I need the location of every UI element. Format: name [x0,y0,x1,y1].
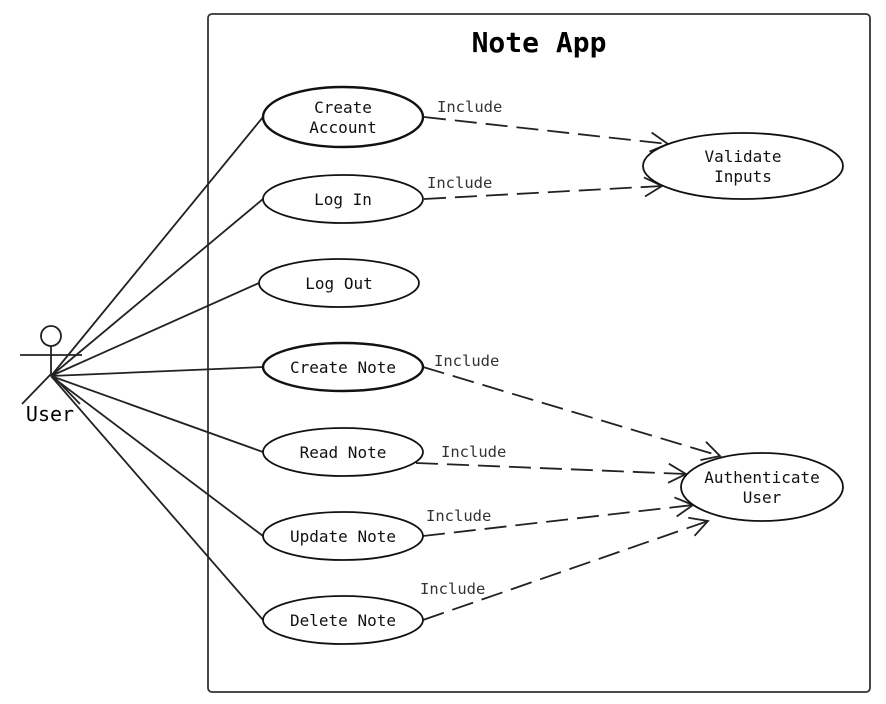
use-case-label: Read Note [300,443,387,462]
include-relations: IncludeIncludeIncludeIncludeIncludeInclu… [415,98,722,621]
arrowhead-icon [688,516,710,537]
include-label: Include [420,580,485,598]
include-line [422,520,709,621]
include-line [415,462,687,475]
arrowhead-icon [700,441,722,462]
association-delete-note [50,375,264,621]
use-case-label: Create [314,98,372,117]
include-line [423,185,663,200]
include-update-note: Include [422,496,695,537]
use-case-ellipse [680,452,844,522]
include-label: Include [441,443,506,461]
actor-left-leg [21,373,52,405]
use-case-create-note: Create Note [261,341,425,393]
use-case-ellipse [262,511,424,561]
actor-head [40,325,62,347]
include-line [422,504,694,537]
include-line [422,366,721,457]
association-create-account [50,116,264,377]
include-label: Include [437,98,502,116]
actor-label: User [26,402,74,426]
association-log-in [50,198,264,377]
include-create-note: Include [422,352,722,462]
use-case-label: Log Out [305,274,372,293]
association-update-note [50,375,264,537]
include-label: Include [434,352,499,370]
system-title: Note App [472,26,607,59]
use-case-ellipse [262,595,424,645]
association-log-out [50,282,260,377]
use-case-ellipse [262,427,424,477]
use-case-label: User [743,488,782,507]
include-label: Include [426,507,491,525]
use-case-read-note: Read Note [262,427,424,477]
use-case-label: Log In [314,190,372,209]
use-case-label: Delete Note [290,611,396,630]
use-case-ellipse [261,85,425,149]
use-case-ellipse [642,132,844,200]
use-case-ellipse [258,258,420,308]
use-case-label: Account [309,118,376,137]
association-create-note [50,366,264,377]
use-case-ellipse [262,174,424,224]
include-delete-note: Include [420,516,710,621]
use-case-label: Validate [704,147,781,166]
association-read-note [50,375,264,453]
use-case-update-note: Update Note [262,511,424,561]
actor-right-leg [50,373,81,405]
use-case-ellipse [261,341,425,393]
use-case-log-in: Log In [262,174,424,224]
include-label: Include [427,174,492,192]
actor-user: User [20,325,82,426]
use-case-label: Inputs [714,167,772,186]
include-line [423,116,669,145]
association-lines [50,116,264,621]
use-case-label: Authenticate [704,468,820,487]
use-case-log-out: Log Out [258,258,420,308]
use-case-label: Create Note [290,358,396,377]
use-case-delete-note: Delete Note [262,595,424,645]
use-case-label: Update Note [290,527,396,546]
